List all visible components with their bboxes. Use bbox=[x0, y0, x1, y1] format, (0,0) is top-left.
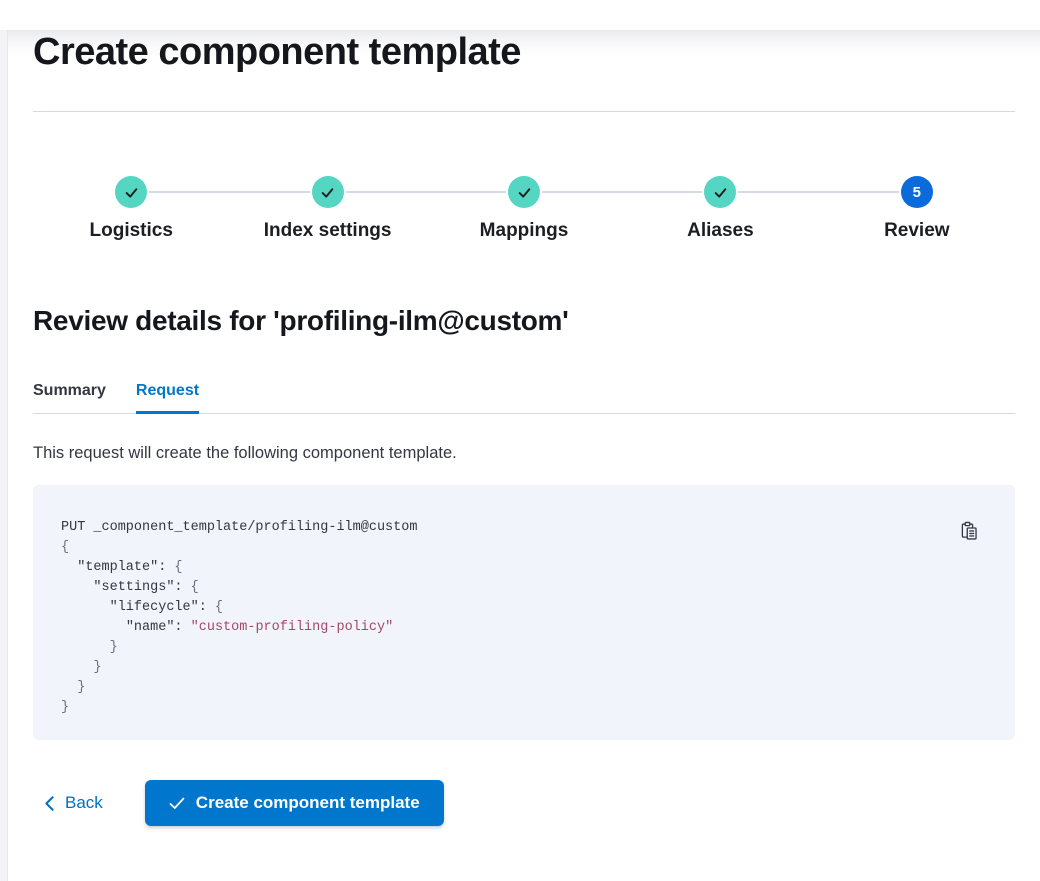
tab-summary[interactable]: Summary bbox=[33, 382, 106, 399]
step-label: Review bbox=[884, 220, 950, 241]
check-icon bbox=[714, 187, 727, 198]
check-icon bbox=[518, 187, 530, 198]
check-icon bbox=[169, 797, 185, 809]
back-label: Back bbox=[65, 793, 103, 812]
step-complete-circle bbox=[115, 176, 148, 208]
step-review[interactable]: 5 Review bbox=[818, 176, 1015, 242]
code-content: PUT _component_template/profiling-ilm@cu… bbox=[61, 520, 418, 715]
copy-to-clipboard-button[interactable] bbox=[960, 521, 979, 540]
step-label: Logistics bbox=[89, 220, 173, 241]
request-description: This request will create the following c… bbox=[33, 444, 457, 462]
request-code-block: PUT _component_template/profiling-ilm@cu… bbox=[33, 485, 1015, 740]
footer-actions: Back Create component template bbox=[33, 780, 1015, 826]
step-label: Index settings bbox=[263, 220, 392, 241]
tab-request[interactable]: Request bbox=[135, 382, 200, 414]
step-index-settings[interactable]: Index settings bbox=[229, 176, 427, 242]
back-button[interactable]: Back bbox=[44, 793, 103, 813]
review-details-heading: Review details for 'profiling-ilm@custom… bbox=[33, 305, 569, 336]
check-icon bbox=[321, 187, 334, 198]
step-number: 5 bbox=[912, 183, 921, 201]
step-complete-circle bbox=[508, 176, 541, 208]
page-title: Create component template bbox=[33, 31, 521, 73]
step-label: Mappings bbox=[479, 220, 569, 241]
copy-clipboard-icon bbox=[961, 521, 977, 540]
review-tabs: Summary Request bbox=[33, 382, 1015, 414]
step-logistics[interactable]: Logistics bbox=[33, 176, 230, 242]
step-mappings[interactable]: Mappings bbox=[425, 176, 623, 242]
step-complete-circle bbox=[704, 176, 737, 208]
step-current-circle: 5 bbox=[900, 176, 933, 208]
step-aliases[interactable]: Aliases bbox=[622, 176, 820, 242]
create-component-template-page: Create component template Logistics Inde… bbox=[0, 30, 1040, 826]
title-divider bbox=[33, 111, 1015, 112]
submit-label: Create component template bbox=[195, 793, 420, 812]
horizontal-stepper: Logistics Index settings Mappings bbox=[33, 176, 1015, 242]
chevron-left-icon bbox=[45, 795, 54, 811]
step-complete-circle bbox=[311, 176, 344, 208]
create-component-template-button[interactable]: Create component template bbox=[144, 780, 444, 826]
check-icon bbox=[125, 187, 137, 198]
step-label: Aliases bbox=[687, 220, 754, 241]
